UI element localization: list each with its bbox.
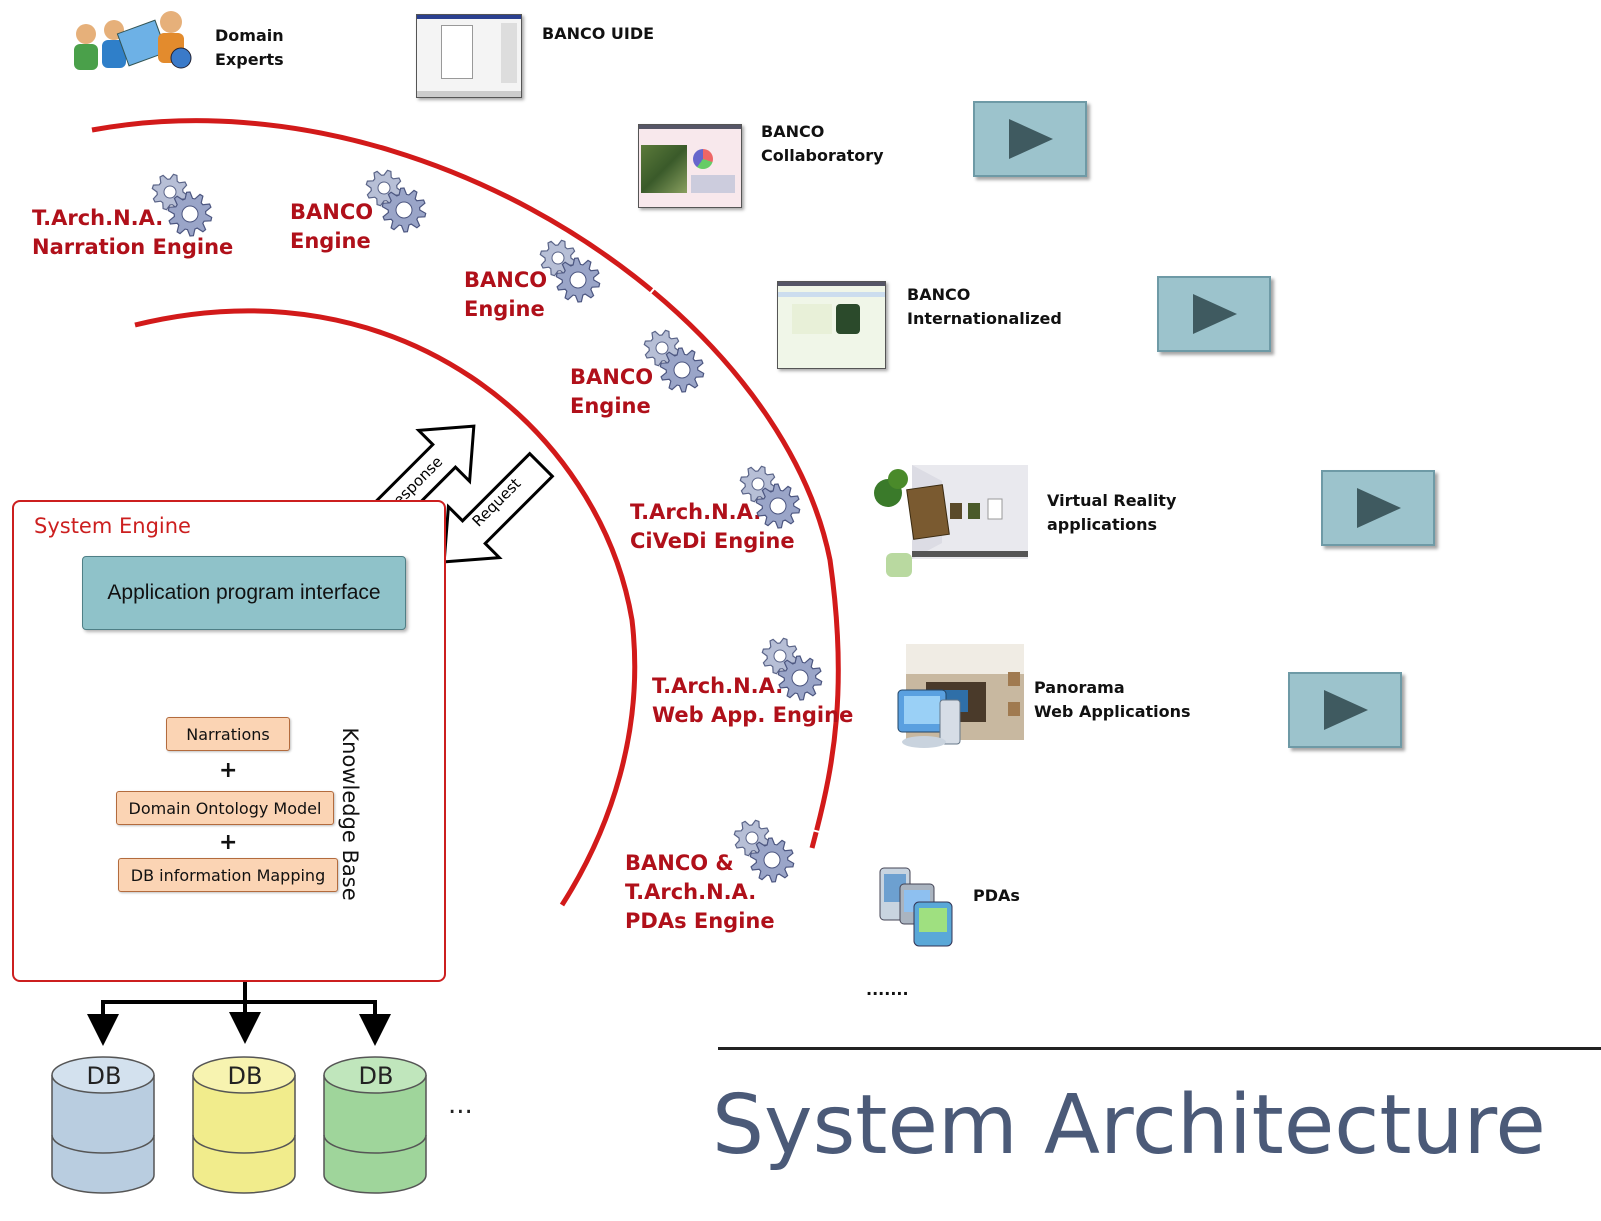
engine-pdas: BANCO &T.Arch.N.A.PDAs Engine <box>625 851 775 933</box>
system-engine-title: System Engine <box>34 514 191 538</box>
banco-internationalized-thumbnail <box>777 281 886 369</box>
database-3 <box>323 1056 427 1194</box>
play-button-panorama[interactable] <box>1288 672 1402 748</box>
gear-icon <box>738 464 802 534</box>
domain-experts-icon <box>66 8 196 74</box>
db-label-3: DB <box>358 1062 394 1090</box>
gear-icon <box>150 172 214 242</box>
db-bus <box>101 1000 377 1030</box>
db-mapping-box: DB information Mapping <box>118 858 338 892</box>
pdas-icon <box>876 864 956 948</box>
domain-ontology-box: Domain Ontology Model <box>116 791 334 825</box>
pdas-label: PDAs <box>973 886 1020 905</box>
outer-arc <box>91 118 841 849</box>
narrations-box: Narrations <box>166 717 290 751</box>
inner-arc <box>134 308 638 907</box>
db-label-1: DB <box>86 1062 122 1090</box>
virtual-reality-thumbnail <box>872 463 1030 581</box>
gear-icon <box>538 238 602 308</box>
db-label-2: DB <box>227 1062 263 1090</box>
database-2 <box>192 1056 296 1194</box>
request-arrow <box>442 451 555 564</box>
gear-icon <box>760 636 824 706</box>
page-title: System Architecture <box>712 1078 1546 1173</box>
panorama-thumbnail <box>896 642 1026 752</box>
title-rule <box>718 1047 1601 1050</box>
database-1 <box>51 1056 155 1194</box>
play-button-virtual-reality[interactable] <box>1321 470 1435 546</box>
gear-icon <box>364 168 428 238</box>
engine-tarchna-webapp: T.Arch.N.A.Web App. Engine <box>652 674 854 727</box>
play-button-internationalized[interactable] <box>1157 276 1271 352</box>
engine-tarchna-narration: T.Arch.N.A.Narration Engine <box>32 206 234 259</box>
api-box: Application program interface <box>82 556 406 630</box>
banco-uide-thumbnail <box>416 14 522 98</box>
gear-icon <box>732 818 796 888</box>
plus-2: + <box>219 830 238 855</box>
plus-1: + <box>219 758 238 783</box>
db-ellipsis: ... <box>448 1090 473 1120</box>
more-applications: ....... <box>866 980 909 999</box>
banco-uide-label: BANCO UIDE <box>542 24 655 43</box>
api-label: Application program interface <box>107 581 381 604</box>
banco-collaboratory-thumbnail <box>638 124 742 208</box>
engine-tarchna-civedi: T.Arch.N.A.CiVeDi Engine <box>630 500 795 553</box>
gear-icon <box>642 328 706 398</box>
play-button-collaboratory[interactable] <box>973 101 1087 177</box>
knowledge-base-label: Knowledge Base <box>338 727 362 901</box>
